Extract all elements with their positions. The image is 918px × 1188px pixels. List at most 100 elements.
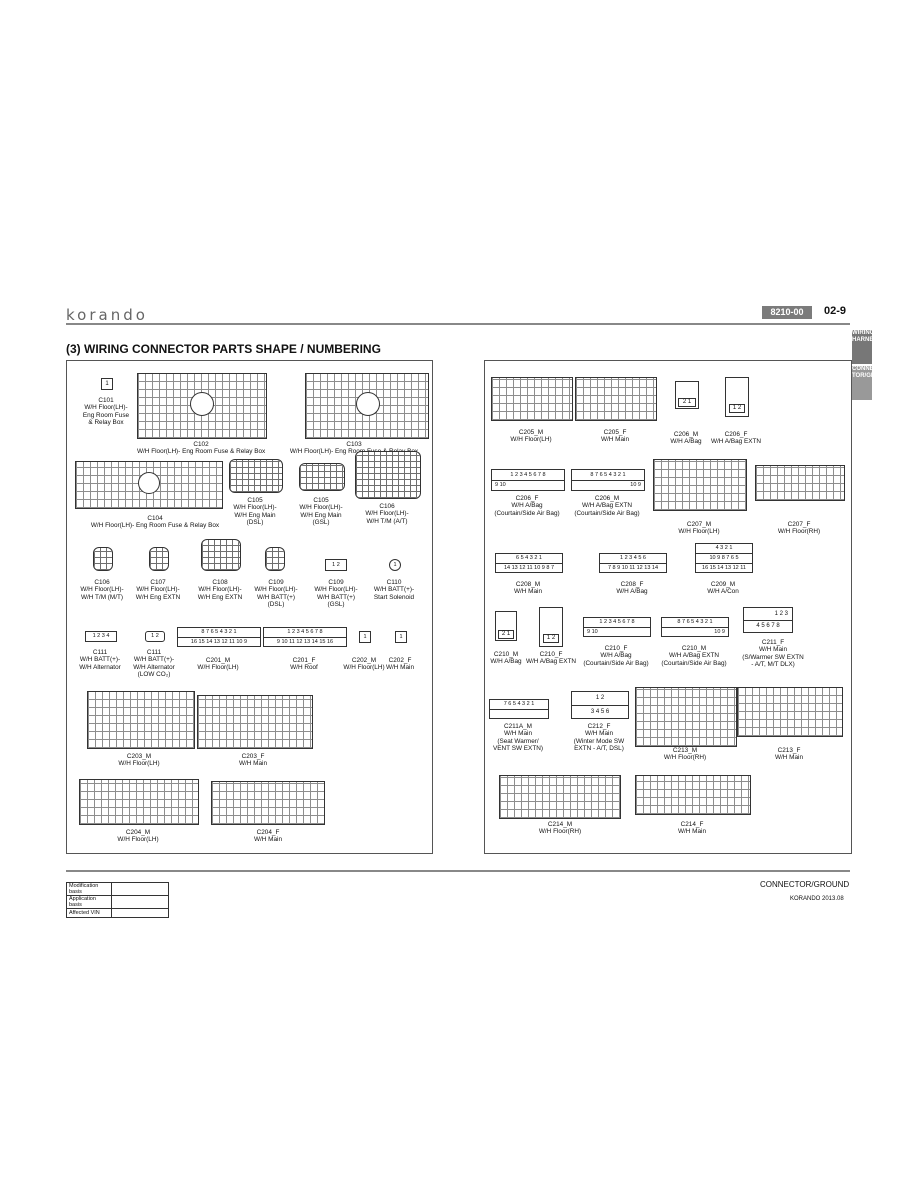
c105-gsl-connector [299, 463, 345, 491]
c206m-courtain-label: C206_M W/H A/Bag EXTN (Courtain/Side Air… [574, 495, 640, 517]
c106-at-connector [355, 451, 421, 499]
c213m-connector [635, 687, 737, 747]
c201m-top-pins: 8 7 6 5 4 3 2 1 [178, 628, 260, 638]
c109-gsl-connector: 1 2 [325, 559, 347, 571]
side-tab-wiring-label: WIRING HARNES [852, 330, 878, 343]
c211f-top-pins: 1 2 3 [744, 608, 792, 621]
c105-dsl-connector [229, 459, 283, 493]
c108-connector [201, 539, 241, 571]
c208m-label: C208_M W/H Main [513, 581, 543, 596]
c206m-courtain-connector: 8 7 6 5 4 3 2 1 10 9 [571, 469, 645, 491]
c207f-connector [755, 465, 845, 501]
c206m-courtain-bottom-pins: 10 9 [630, 482, 641, 488]
c211a-label: C211A_M W/H Main (Seat Warmer/ VENT SW E… [493, 723, 543, 753]
c210f-courtain-label: C210_F W/H A/Bag (Courtain/Side Air Bag) [583, 645, 649, 667]
c202m-connector: 1 [359, 631, 371, 643]
c109-gsl-pins: 1 2 [332, 562, 340, 568]
c208m-bottom-pins: 14 13 12 11 10 9 8 7 [503, 565, 555, 571]
c210m-courtain-label: C210_M W/H A/Bag EXTN (Courtain/Side Air… [661, 645, 727, 667]
c202f-pin: 1 [399, 634, 403, 640]
page-heading: (3) WIRING CONNECTOR PARTS SHAPE / NUMBE… [66, 342, 381, 356]
c111-lowco2-pins: 1 2 [151, 633, 159, 639]
c209m-connector: 4 3 2 1 10 9 8 7 6 5 16 15 14 13 12 11 [695, 543, 753, 573]
c111-lowco2-label: C111 W/H BATT(+)- W/H Alternator (LOW CO… [133, 649, 175, 679]
c104-bolt-icon [138, 472, 160, 494]
c208m-top-pins: 6 5 4 3 2 1 [496, 554, 562, 564]
c208f-connector: 1 2 3 4 5 6 7 8 9 10 11 12 13 14 [599, 553, 667, 573]
c107-label: C107 W/H Floor(LH)- W/H Eng EXTN [135, 579, 181, 601]
c209m-top-pins: 4 3 2 1 [696, 544, 752, 554]
c206f-courtain-connector: 1 2 3 4 5 6 7 8 9 10 [491, 469, 565, 491]
c111-label: C111 W/H BATT(+)- W/H Alternator [79, 649, 121, 671]
c203f-connector [197, 695, 313, 749]
section-code: 8210-00 [762, 306, 812, 319]
affected-vin-value [111, 908, 169, 918]
c106-at-label: C106 W/H Floor(LH)- W/H T/M (A/T) [365, 503, 409, 525]
c102-label: C102 W/H Floor(LH)- Eng Room Fuse & Rela… [137, 441, 266, 456]
c201f-top-pins: 1 2 3 4 5 6 7 8 [264, 628, 346, 638]
c206m-courtain-top-pins: 8 7 6 5 4 3 2 1 [572, 470, 644, 481]
c202f-connector: 1 [395, 631, 407, 643]
c212f-label: C212_F W/H Main (Winter Mode SW EXTN - A… [573, 723, 625, 753]
c212f-top-pins: 1 2 [572, 692, 628, 706]
footer-rule [66, 870, 850, 872]
c111-lowco2-connector: 1 2 [145, 631, 165, 642]
side-tab-connector[interactable]: CONNEC TOR/GR [852, 366, 878, 400]
c210m-courtain-bottom-pins: 10 9 [714, 629, 725, 635]
right-connector-panel: C205_M W/H Floor(LH) C205_F W/H Main 2 1… [484, 360, 852, 854]
c102-connector [137, 373, 267, 439]
c109-dsl-label: C109 W/H Floor(LH)- W/H BATT(+) (DSL) [254, 579, 298, 609]
c201m-bottom-pins: 16 15 14 13 12 11 10 9 [190, 639, 248, 645]
application-basis-label: Application basis [66, 895, 112, 909]
c201f-bottom-pins: 9 10 11 12 13 14 15 16 [276, 639, 334, 645]
c213f-label: C213_F W/H Main [774, 747, 804, 762]
c110-label: C110 W/H BATT(+)- Start Solenoid [373, 579, 415, 601]
c111-pins: 1 2 3 4 [92, 633, 110, 639]
modification-basis-value [111, 882, 169, 896]
c210m-courtain-connector: 8 7 6 5 4 3 2 1 10 9 [661, 617, 729, 637]
c206f-courtain-label: C206_F W/H A/Bag (Courtain/Side Air Bag) [494, 495, 560, 517]
c214m-label: C214_M W/H Floor(RH) [538, 821, 582, 836]
c105-dsl-label: C105 W/H Floor(LH)- W/H Eng Main (DSL) [233, 497, 277, 527]
c208f-top-pins: 1 2 3 4 5 6 [600, 554, 666, 564]
c204f-label: C204_F W/H Main [253, 829, 283, 844]
c104-label: C104 W/H Floor(LH)- Eng Room Fuse & Rela… [90, 515, 220, 530]
c201m-connector: 8 7 6 5 4 3 2 1 16 15 14 13 12 11 10 9 [177, 627, 261, 647]
c109-dsl-connector [265, 547, 285, 571]
application-basis-value [111, 895, 169, 909]
c204m-connector [79, 779, 199, 825]
c210f-abag-label: C210_F W/H A/Bag EXTN [525, 651, 577, 666]
c206m-abag-pins: 2 1 [678, 397, 696, 407]
c210f-courtain-bottom-pins: 9 10 [587, 629, 598, 635]
c201f-label: C201_F W/H Roof [290, 657, 318, 672]
c214f-connector [635, 775, 751, 815]
c209m-label: C209_M W/H A/Con [707, 581, 739, 596]
c110-pin: 1 [393, 562, 397, 568]
c208f-label: C208_F W/H A/Bag [616, 581, 648, 596]
side-tab-wiring[interactable]: WIRING HARNES [852, 330, 877, 364]
c212f-bottom-pins: 3 4 5 6 [590, 709, 610, 715]
c203f-label: C203_F W/H Main [238, 753, 268, 768]
c204m-label: C204_M W/H Floor(LH) [117, 829, 159, 844]
c103-bolt-icon [356, 392, 380, 416]
c210m-courtain-top-pins: 8 7 6 5 4 3 2 1 [662, 618, 728, 628]
c206f-abag-pins: 1 2 [729, 403, 745, 413]
brand-logo: korando [66, 306, 148, 324]
c207f-label: C207_F W/H Floor(RH) [777, 521, 821, 536]
c107-connector [149, 547, 169, 571]
c201f-connector: 1 2 3 4 5 6 7 8 9 10 11 12 13 14 15 16 [263, 627, 347, 647]
side-tab-connector-label: CONNEC TOR/GR [852, 366, 879, 379]
c209m-mid-pins: 10 9 8 7 6 5 [696, 554, 752, 564]
c201m-label: C201_M W/H Floor(LH) [197, 657, 239, 672]
c202f-label: C202_F W/H Main [385, 657, 415, 672]
c208m-connector: 6 5 4 3 2 1 14 13 12 11 10 9 8 7 [495, 553, 563, 573]
c102-bolt-icon [190, 392, 214, 416]
c202m-label: C202_M W/H Floor(LH) [343, 657, 385, 672]
c214f-label: C214_F W/H Main [677, 821, 707, 836]
c213f-connector [737, 687, 843, 737]
c206f-abag-label: C206_F W/H A/Bag EXTN [710, 431, 762, 446]
c206f-courtain-bottom-pins: 9 10 [495, 482, 506, 488]
c210f-courtain-connector: 1 2 3 4 5 6 7 8 9 10 [583, 617, 651, 637]
footer-section-title: CONNECTOR/GROUND [760, 880, 850, 889]
c206f-courtain-top-pins: 1 2 3 4 5 6 7 8 [492, 470, 564, 481]
